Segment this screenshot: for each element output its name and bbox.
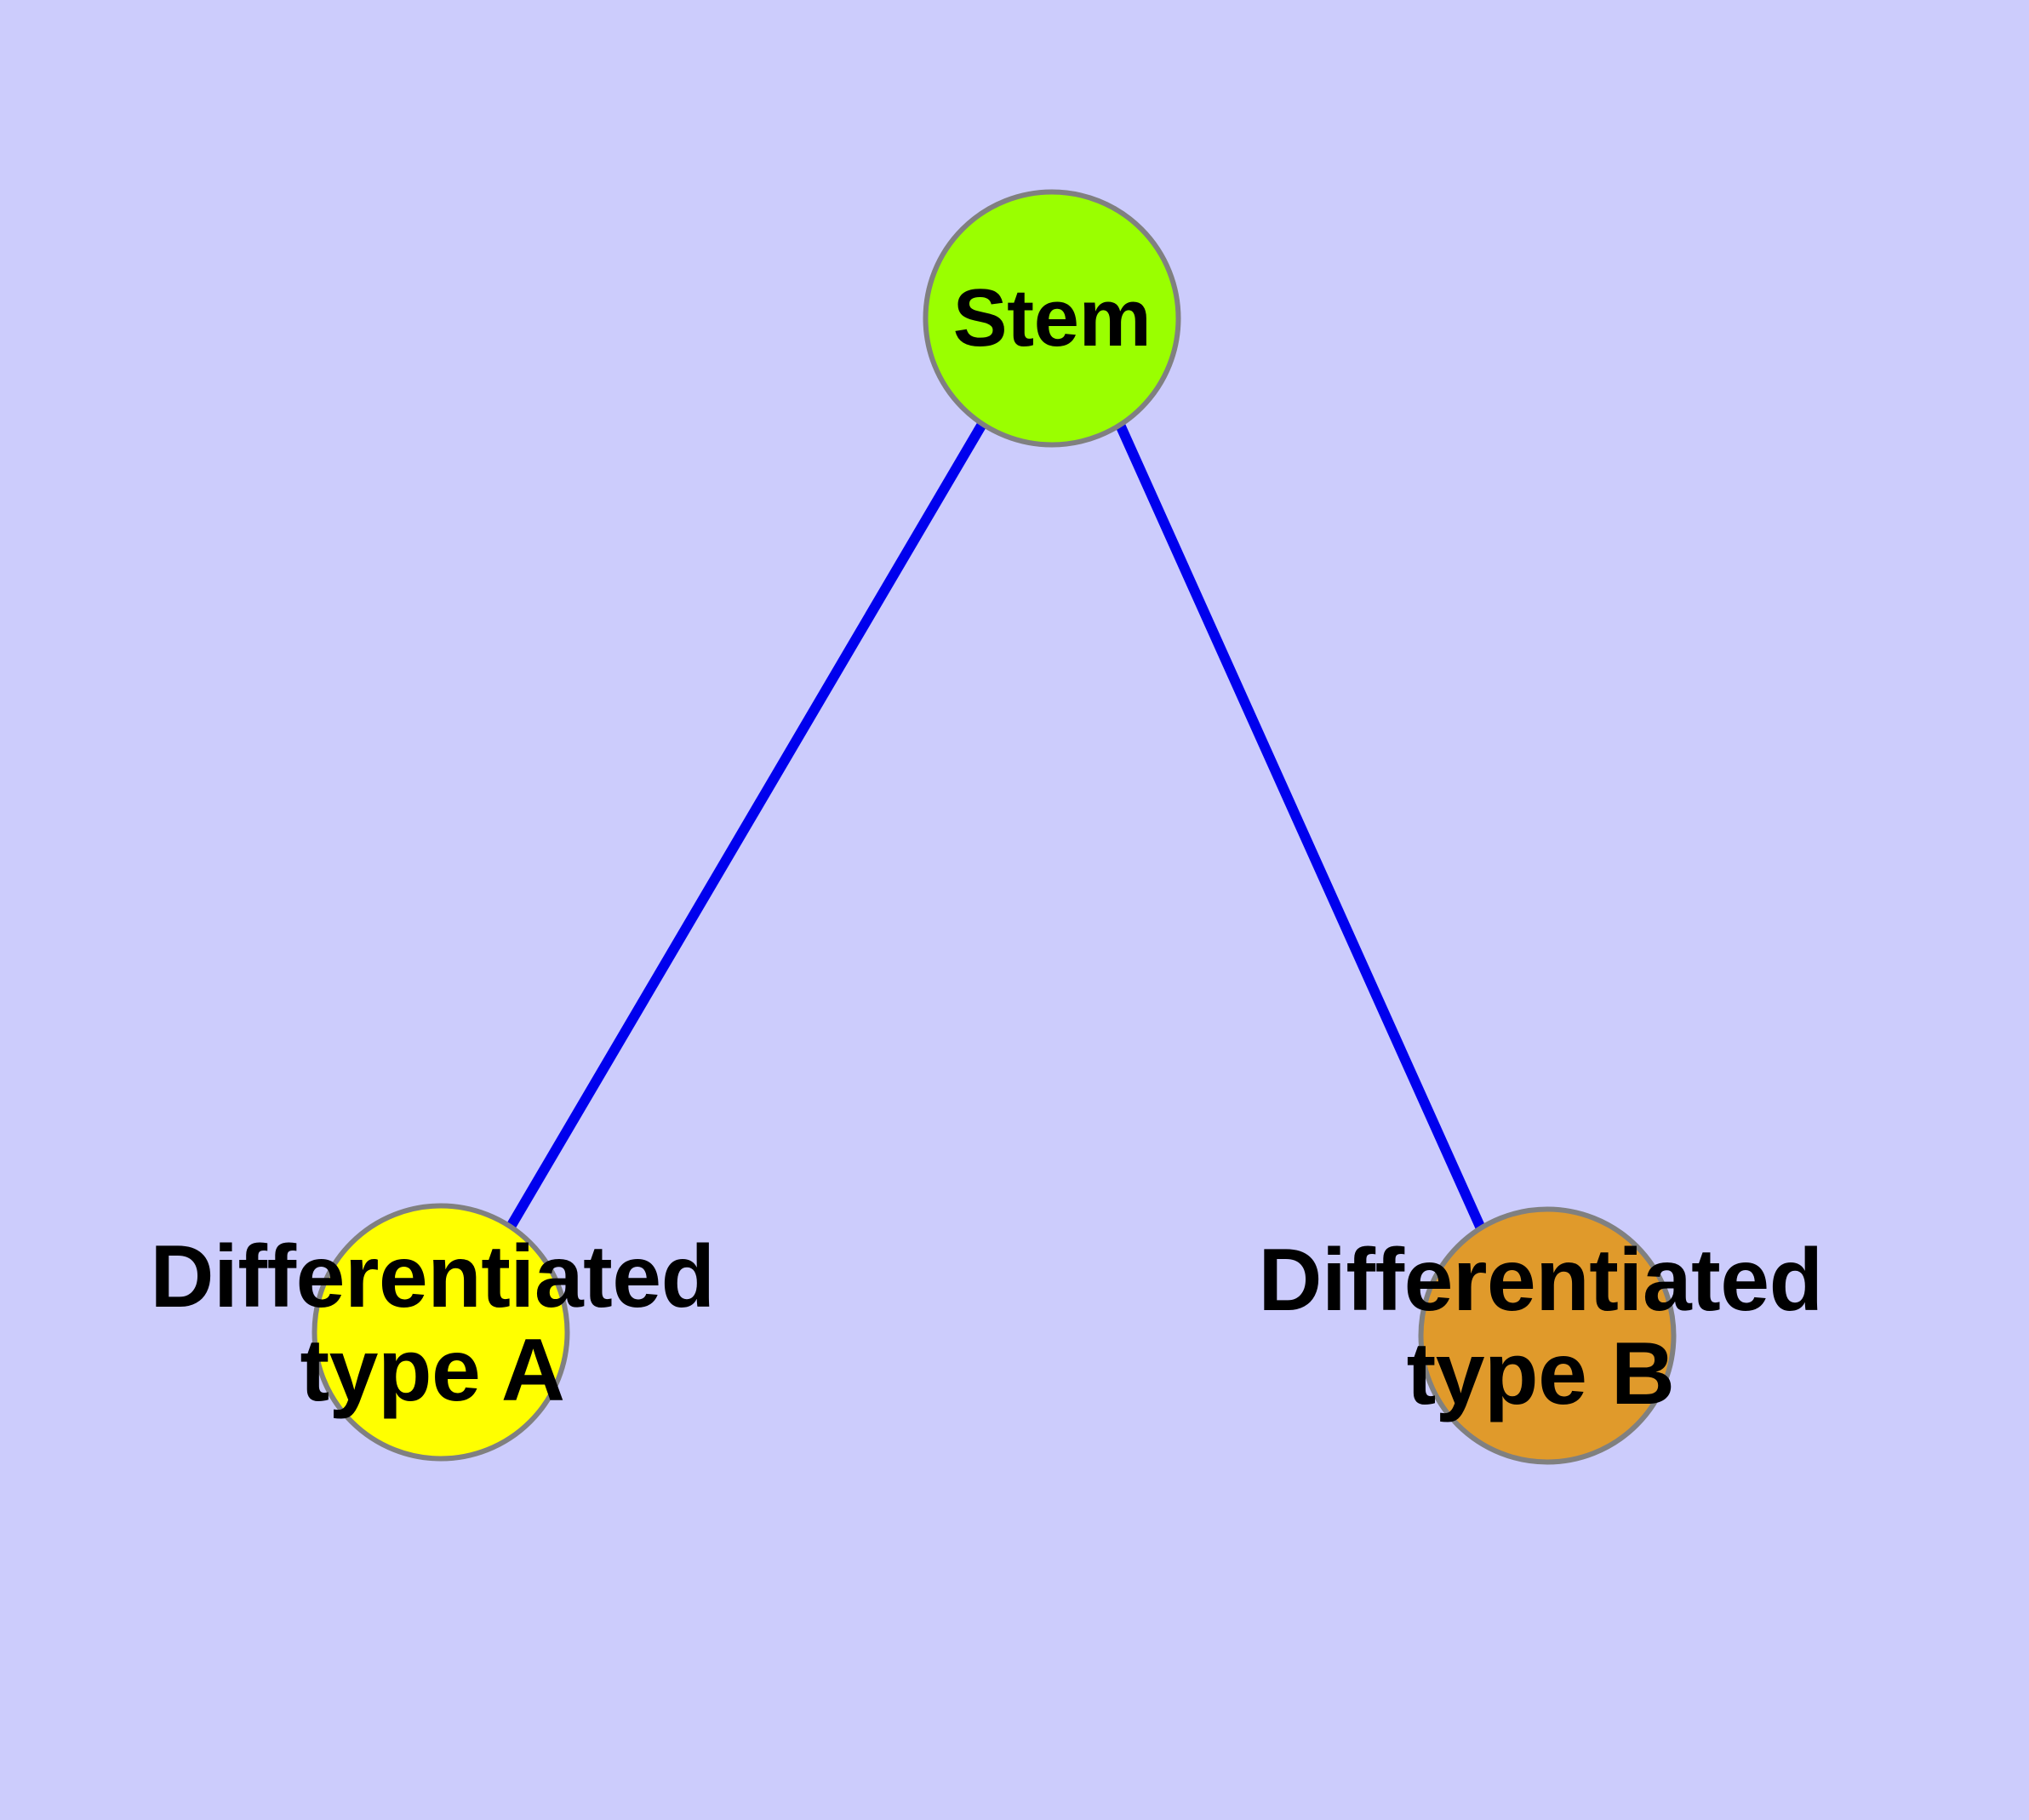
node-label-differentiated-type-a: Differentiated type A [150,1227,715,1420]
node-differentiated-type-b[interactable] [1418,1206,1677,1465]
node-label-differentiated-type-b: Differentiated type B [1258,1230,1823,1423]
edge-stem-to-differentiated-type-a [506,422,986,1230]
node-label-stem: Stem [952,272,1152,364]
node-stem[interactable] [923,189,1181,448]
edge-stem-to-differentiated-type-b [1115,422,1486,1231]
node-differentiated-type-a[interactable] [311,1203,570,1462]
